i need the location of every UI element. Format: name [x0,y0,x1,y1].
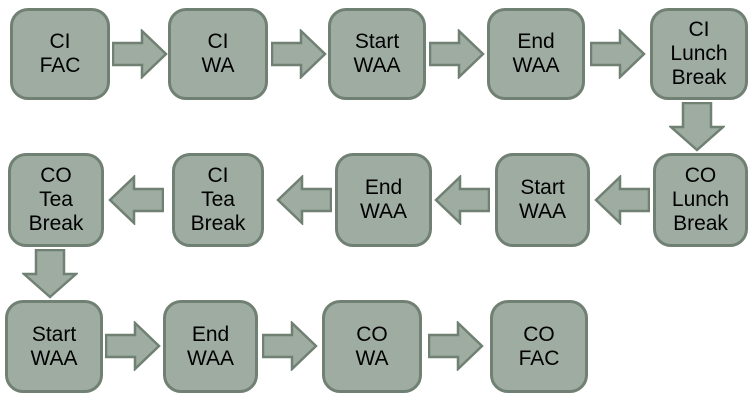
arrow-down-icon [22,249,78,299]
arrow-right-icon [262,321,318,371]
node-label: CI Lunch Break [670,18,728,89]
node-label: CI Tea Break [190,164,246,235]
node-label: CI FAC [39,30,81,77]
arrow-right-icon [105,321,161,371]
node-start-waa-3: Start WAA [5,300,103,393]
node-end-waa-1: End WAA [487,8,585,100]
node-label: End WAA [186,322,235,370]
node-label: CO WA [355,322,389,370]
arrow-left-icon [594,175,650,225]
arrow-right-icon [590,29,646,79]
arrow-right-icon [429,29,485,79]
node-label: CO Tea Break [28,164,84,235]
node-label: CI WA [201,30,235,77]
arrow-down-icon [669,102,725,152]
node-label: Start WAA [518,176,567,223]
node-end-waa-3: End WAA [163,300,258,393]
arrow-left-icon [434,175,490,225]
node-label: End WAA [359,176,408,223]
node-start-waa-2: Start WAA [495,153,590,247]
node-label: CO FAC [518,322,560,370]
arrow-left-icon [108,175,164,225]
node-co-tea-break: CO Tea Break [8,153,104,247]
node-label: Start WAA [30,322,78,370]
arrow-left-icon [276,175,332,225]
node-label: End WAA [512,30,560,77]
node-label: Start WAA [353,30,401,77]
node-label: CO Lunch Break [671,164,730,235]
arrow-right-icon [271,29,327,79]
node-end-waa-2: End WAA [335,153,432,247]
node-ci-wa: CI WA [168,8,268,100]
node-co-wa: CO WA [322,300,422,393]
arrow-right-icon [112,29,168,79]
node-ci-tea-break: CI Tea Break [172,153,264,247]
node-start-waa-1: Start WAA [328,8,426,100]
node-co-fac: CO FAC [490,300,588,393]
node-co-lunch-break: CO Lunch Break [653,153,748,247]
node-ci-fac: CI FAC [10,8,110,100]
node-ci-lunch-break: CI Lunch Break [650,8,748,100]
arrow-right-icon [428,321,484,371]
